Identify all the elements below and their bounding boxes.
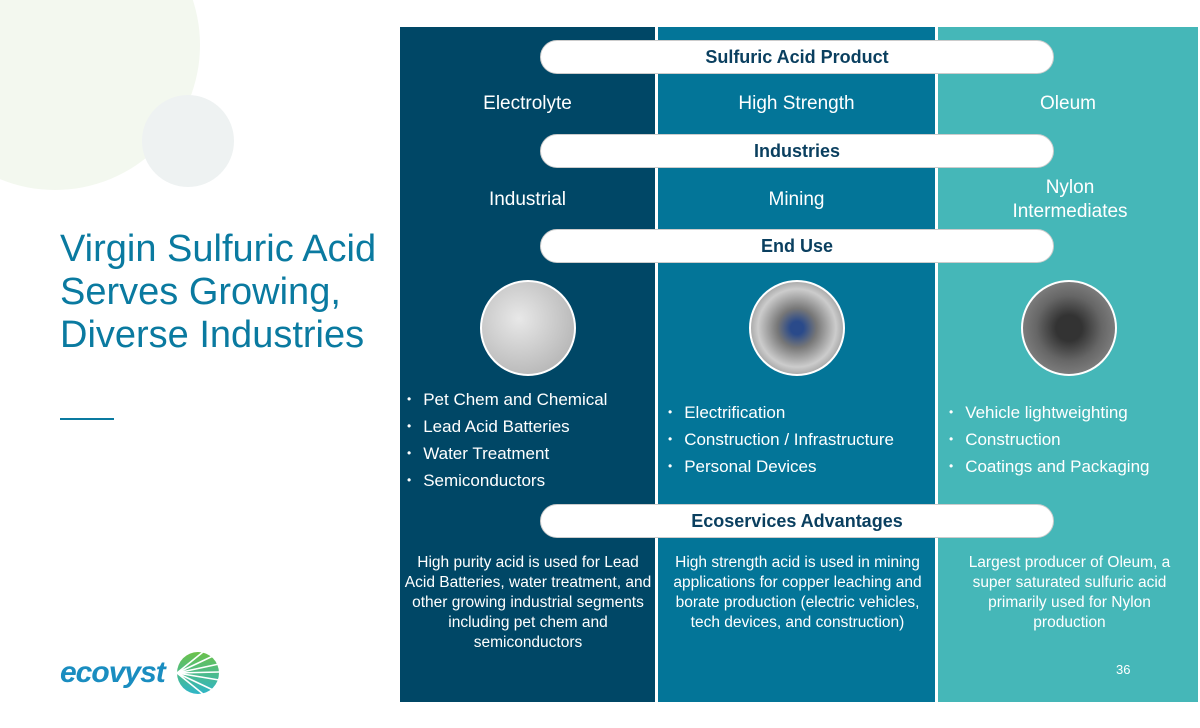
bullet-item: Coatings and Packaging [949,453,1189,480]
bullet-item: Electrification [668,399,933,426]
column-description: Largest producer of Oleum, a super satur… [968,554,1171,631]
section-end-use: End Use [540,229,1054,263]
industry-label: Industrial [488,189,567,210]
bullet-item: Semiconductors [407,467,652,494]
page-number: 36 [1116,662,1131,677]
pvc-pipes-image [480,280,576,376]
ecovyst-logo: ecovyst [60,650,221,696]
industry-label: Mining [768,189,825,210]
title-rule [60,418,114,420]
industry-label: Nylon Intermediates [1012,177,1128,222]
product-label: High Strength [738,93,855,114]
bullet-item: Vehicle lightweighting [949,399,1189,426]
section-advantages: Ecoservices Advantages [540,504,1054,538]
bullet-item: Construction [949,426,1189,453]
slide-title: Virgin Sulfuric Acid Serves Growing, Div… [60,228,377,356]
bullet-item: Lead Acid Batteries [407,413,652,440]
bullet-list: Vehicle lightweighting Construction Coat… [949,399,1189,480]
bullet-item: Personal Devices [668,453,933,480]
electric-motor-image [749,280,845,376]
logo-sunburst-icon [176,651,219,695]
bullet-list: Electrification Construction / Infrastru… [668,399,933,480]
bullet-item: Pet Chem and Chemical [407,386,652,413]
section-industries: Industries [540,134,1054,168]
column-description: High purity acid is used for Lead Acid B… [404,554,652,651]
product-label: Oleum [1040,93,1096,114]
bullet-item: Construction / Infrastructure [668,426,933,453]
column-description: High strength acid is used in mining app… [673,554,922,631]
bullet-list: Pet Chem and Chemical Lead Acid Batterie… [407,386,652,494]
decor-circle [142,95,234,187]
product-label: Electrolyte [483,93,572,114]
decor-circles [0,0,234,190]
logo-wordmark: ecovyst [60,656,166,689]
section-product: Sulfuric Acid Product [540,40,1054,74]
bullet-item: Water Treatment [407,440,652,467]
car-engine-image [1021,280,1117,376]
